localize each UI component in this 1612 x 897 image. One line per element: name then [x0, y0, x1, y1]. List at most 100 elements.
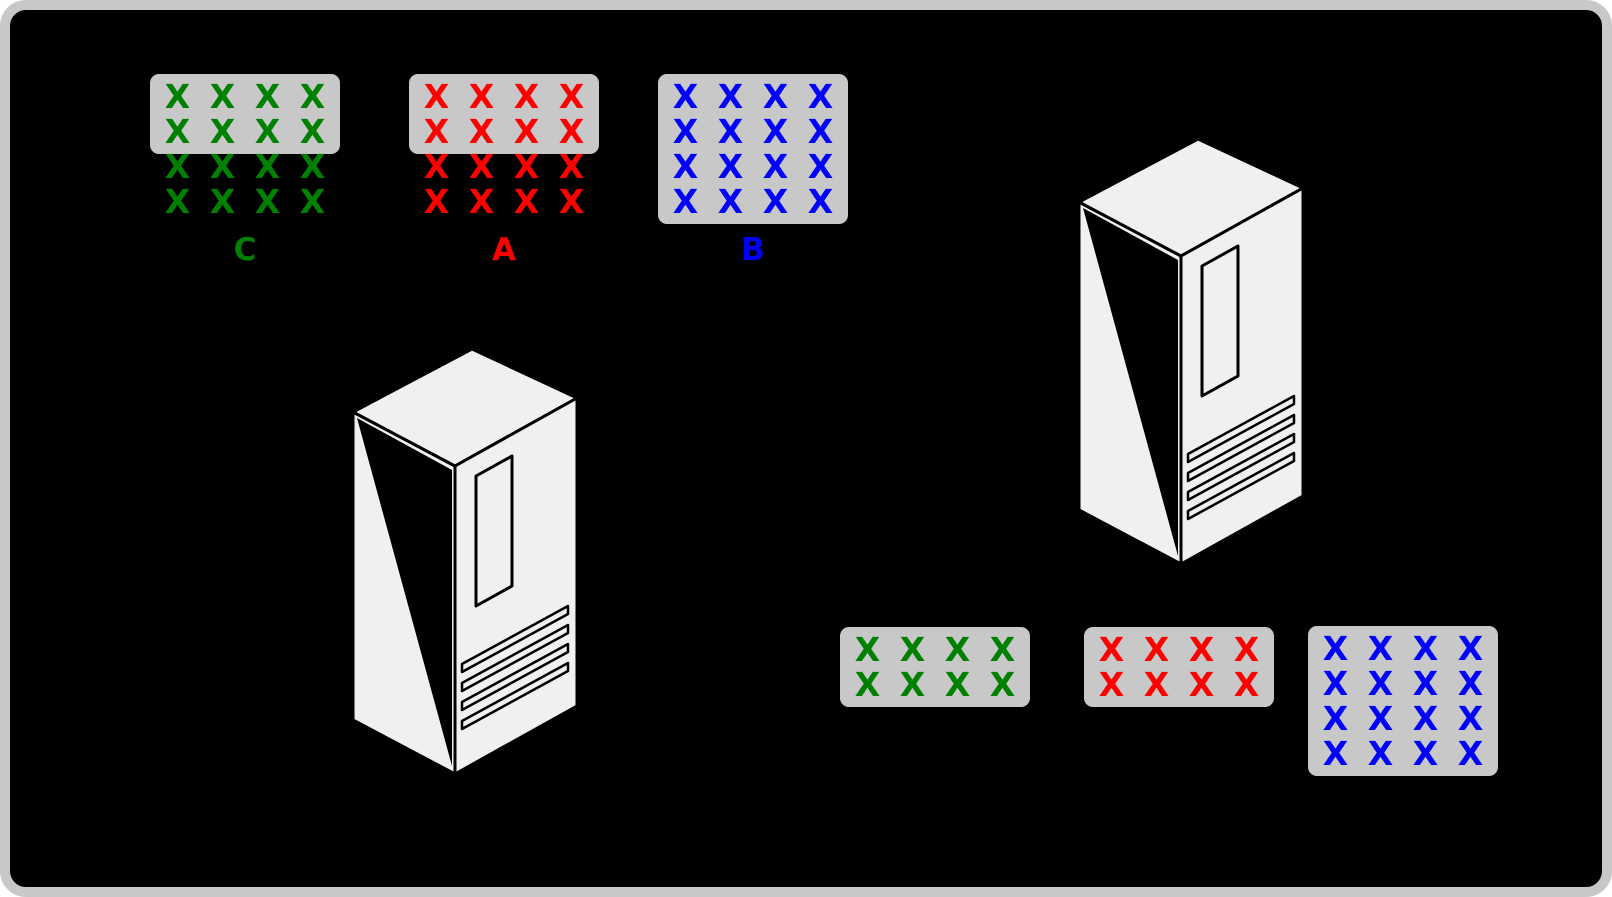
data-block-x: X	[717, 77, 744, 116]
data-block-x: X	[762, 112, 789, 151]
data-block-x: X	[1188, 665, 1215, 704]
data-block-x: X	[1457, 699, 1484, 738]
data-block-x: X	[1233, 630, 1260, 669]
data-block-x: X	[1412, 629, 1439, 668]
data-block-x: X	[1457, 629, 1484, 668]
data-block-x: X	[254, 112, 281, 151]
data-block-x: X	[164, 112, 191, 151]
data-block-x: X	[899, 665, 926, 704]
data-block-x: X	[989, 665, 1016, 704]
data-block-x: X	[762, 77, 789, 116]
data-block-x: X	[558, 147, 585, 186]
data-block-x: X	[672, 77, 699, 116]
data-block-x: X	[1367, 734, 1394, 773]
data-block-x: X	[854, 665, 881, 704]
data-block-x: X	[1143, 630, 1170, 669]
cache-box-copy-a	[1084, 627, 1274, 707]
data-block-x: X	[672, 147, 699, 186]
server-tower-icon	[1076, 136, 1306, 576]
data-block-x: X	[423, 147, 450, 186]
data-block-x: X	[1457, 734, 1484, 773]
data-block-x: X	[1322, 734, 1349, 773]
data-block-x: X	[558, 77, 585, 116]
data-block-x: X	[717, 147, 744, 186]
cache-box-c	[150, 74, 340, 154]
cache-box-copy-c	[840, 627, 1030, 707]
data-block-x: X	[209, 147, 236, 186]
data-block-x: X	[299, 147, 326, 186]
data-block-x: X	[944, 665, 971, 704]
data-block-x: X	[1322, 664, 1349, 703]
data-block-x: X	[468, 112, 495, 151]
data-block-x: X	[1098, 665, 1125, 704]
data-block-x: X	[672, 112, 699, 151]
data-block-x: X	[807, 147, 834, 186]
data-block-x: X	[1322, 699, 1349, 738]
data-block-x: X	[1412, 664, 1439, 703]
data-block-x: X	[209, 182, 236, 221]
data-block-x: X	[209, 112, 236, 151]
data-block-x: X	[1457, 664, 1484, 703]
dataset-label-a: A	[492, 232, 516, 268]
data-block-x: X	[513, 77, 540, 116]
data-block-x: X	[468, 147, 495, 186]
data-block-x: X	[254, 182, 281, 221]
data-block-x: X	[558, 182, 585, 221]
data-block-x: X	[513, 112, 540, 151]
data-block-x: X	[423, 182, 450, 221]
data-block-x: X	[164, 182, 191, 221]
server-tower-icon	[350, 346, 580, 786]
cache-box-copy-b	[1308, 626, 1498, 776]
data-block-x: X	[299, 77, 326, 116]
data-block-x: X	[558, 112, 585, 151]
data-block-x: X	[717, 112, 744, 151]
data-block-x: X	[299, 112, 326, 151]
data-block-x: X	[1367, 629, 1394, 668]
data-block-x: X	[1412, 734, 1439, 773]
data-block-x: X	[164, 77, 191, 116]
data-block-x: X	[899, 630, 926, 669]
data-block-x: X	[468, 182, 495, 221]
data-block-x: X	[513, 147, 540, 186]
dataset-label-c: C	[233, 232, 257, 268]
cache-box-b	[658, 74, 848, 224]
data-block-x: X	[423, 112, 450, 151]
data-block-x: X	[807, 112, 834, 151]
dataset-label-b: B	[741, 232, 765, 268]
data-block-x: X	[254, 147, 281, 186]
data-block-x: X	[807, 182, 834, 221]
data-block-x: X	[762, 182, 789, 221]
data-block-x: X	[1143, 665, 1170, 704]
data-block-x: X	[1412, 699, 1439, 738]
data-block-x: X	[1367, 664, 1394, 703]
data-block-x: X	[1098, 630, 1125, 669]
data-block-x: X	[672, 182, 699, 221]
data-block-x: X	[299, 182, 326, 221]
data-block-x: X	[209, 77, 236, 116]
data-block-x: X	[1188, 630, 1215, 669]
data-block-x: X	[717, 182, 744, 221]
data-block-x: X	[807, 77, 834, 116]
data-block-x: X	[854, 630, 881, 669]
cache-box-a	[409, 74, 599, 154]
data-block-x: X	[762, 147, 789, 186]
data-block-x: X	[1367, 699, 1394, 738]
data-block-x: X	[164, 147, 191, 186]
data-block-x: X	[989, 630, 1016, 669]
data-block-x: X	[468, 77, 495, 116]
data-block-x: X	[254, 77, 281, 116]
data-block-x: X	[423, 77, 450, 116]
